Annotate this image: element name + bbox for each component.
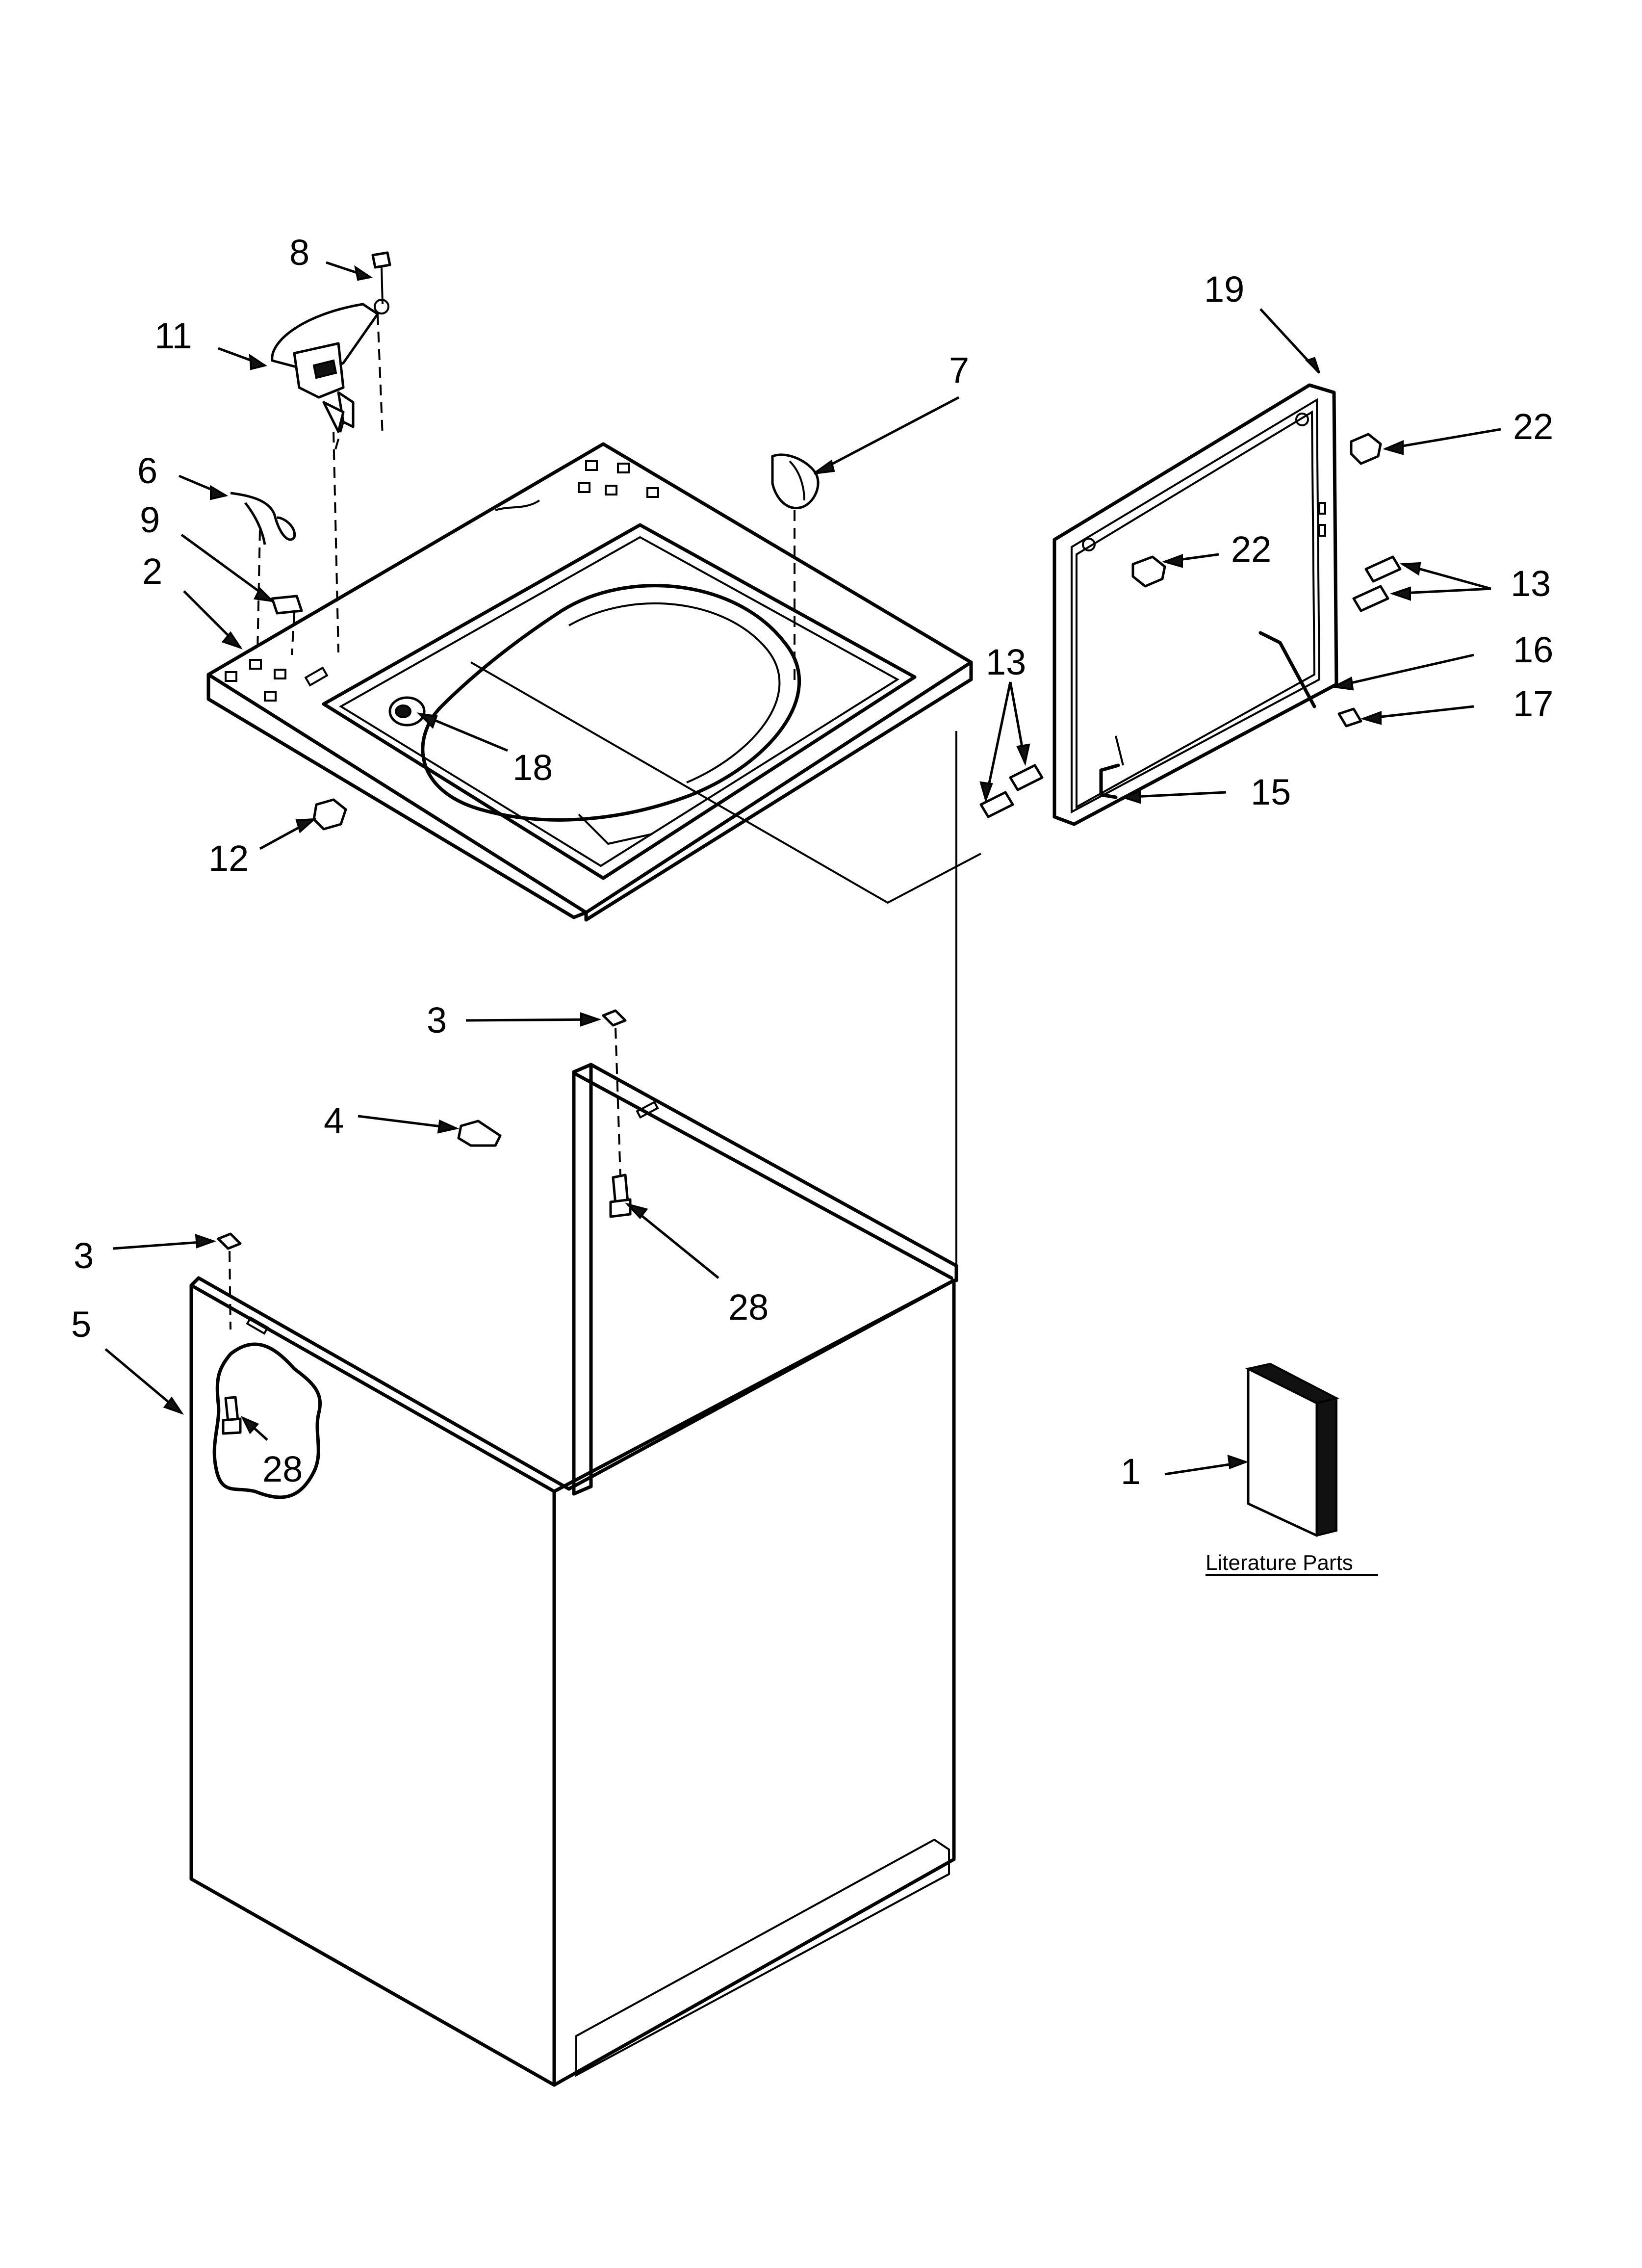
callout-19: 19 (1204, 269, 1244, 310)
callout-8: 8 (289, 232, 309, 273)
callout-12: 12 (208, 838, 249, 879)
callout-22-lower: 22 (1231, 529, 1271, 570)
panel-slots (225, 460, 659, 702)
callout-13-right: 13 (1511, 563, 1551, 604)
screw-4 (457, 1120, 502, 1147)
screws-13-left (979, 764, 1044, 818)
callout-15: 15 (1251, 772, 1291, 812)
leader-arrows (104, 261, 1501, 1476)
screw-28-rear (609, 1173, 632, 1218)
callout-28-rear: 28 (728, 1287, 769, 1328)
agitator-cap-7 (771, 453, 820, 682)
clip-3-rear (602, 1009, 627, 1178)
screw-28-front (222, 1396, 242, 1435)
callout-18: 18 (513, 747, 553, 788)
cabinet (189, 731, 958, 2087)
callout-11: 11 (154, 315, 192, 356)
lid-switch (271, 303, 384, 653)
callout-13-left: 13 (986, 642, 1026, 682)
callout-22-upper: 22 (1513, 406, 1553, 447)
literature-parts-label: Literature Parts (1206, 1551, 1353, 1575)
callout-5: 5 (71, 1304, 91, 1345)
callout-labels: 8 11 7 19 22 22 6 9 2 13 13 16 17 18 15 … (71, 232, 1553, 1576)
callout-3-front: 3 (74, 1235, 94, 1276)
nut-12 (312, 798, 347, 831)
bumper-22-lower (1131, 555, 1166, 588)
callout-9: 9 (140, 499, 160, 540)
callout-2: 2 (142, 551, 162, 592)
callout-28-front: 28 (262, 1449, 303, 1489)
callout-7: 7 (949, 350, 969, 391)
clip-6 (230, 492, 296, 545)
callout-3-rear: 3 (427, 1000, 447, 1041)
screws-13-right (1352, 555, 1402, 612)
hinge-plug-18 (388, 696, 426, 727)
callout-1: 1 (1121, 1451, 1141, 1492)
rod-end-17 (1337, 707, 1362, 728)
clip-3-front (217, 1232, 242, 1330)
callout-4: 4 (324, 1100, 344, 1141)
callout-6: 6 (137, 450, 157, 491)
literature-parts (1245, 1362, 1339, 1537)
bumper-22-upper (1350, 433, 1382, 465)
cutaway-view (212, 1342, 322, 1499)
callout-16: 16 (1513, 629, 1553, 670)
screw-8 (371, 251, 391, 314)
top-panel (206, 442, 981, 922)
callout-17: 17 (1513, 683, 1553, 724)
lid (1052, 383, 1338, 826)
